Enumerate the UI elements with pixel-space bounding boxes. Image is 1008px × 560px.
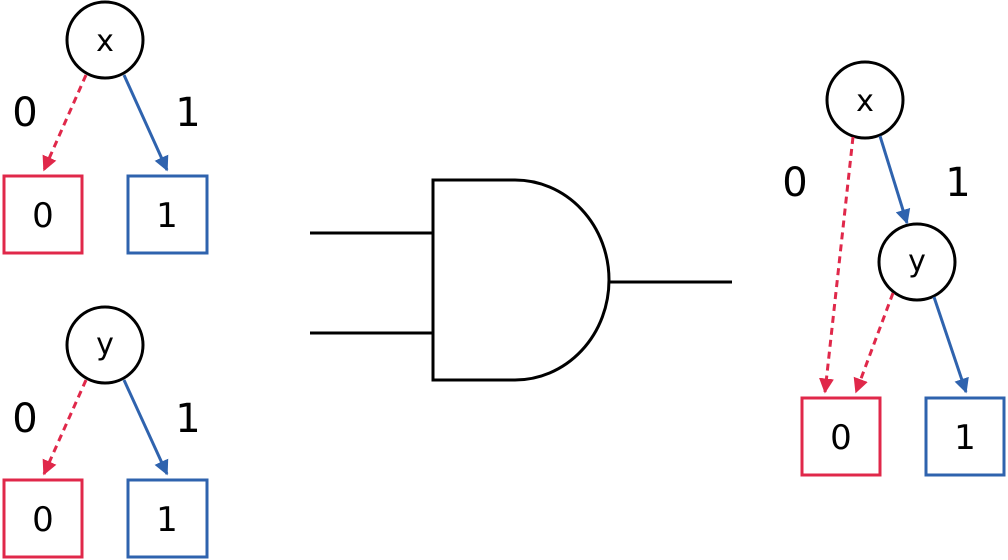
terminal-0	[2, 174, 84, 255]
edge-0-label: 0	[12, 90, 37, 136]
terminal-0-label: 0	[32, 500, 54, 540]
terminal-1-label: 1	[954, 418, 976, 458]
edge-1-solid	[122, 379, 169, 476]
edge-y-0-dashed	[853, 292, 895, 394]
edge-x-0-dashed	[819, 136, 855, 394]
var-node-x-label: x	[96, 24, 114, 59]
terminal-0-label: 0	[830, 418, 852, 458]
var-node-y	[877, 222, 957, 302]
terminal-1	[924, 396, 1006, 477]
edge-y-1-solid	[932, 296, 969, 394]
var-node-x-label: x	[856, 84, 874, 119]
edge-1-label: 1	[175, 396, 200, 442]
terminal-0-label: 0	[32, 196, 54, 236]
bdd-x: x 0 1 0 1	[2, 0, 209, 255]
bdd-result: x y 0 1 0 1	[782, 60, 1006, 477]
terminal-1	[126, 478, 209, 559]
var-node-x	[65, 0, 145, 80]
var-node-y	[65, 305, 145, 385]
edge-0-dashed	[42, 74, 88, 172]
var-node-x	[825, 60, 905, 140]
var-node-y-label: y	[96, 327, 114, 362]
and-gate-icon	[310, 178, 732, 382]
edge-1-label: 1	[945, 160, 970, 206]
terminal-0	[800, 396, 882, 477]
var-node-y-label: y	[908, 244, 926, 279]
terminal-0	[2, 478, 84, 559]
edge-x-1-solid	[878, 135, 911, 225]
edge-1-label: 1	[175, 90, 200, 136]
edge-0-dashed	[42, 379, 88, 476]
terminal-1-label: 1	[156, 196, 178, 236]
bdd-y: y 0 1 0 1	[2, 305, 209, 559]
terminal-1-label: 1	[156, 500, 178, 540]
and-gate-body	[431, 178, 611, 382]
edge-0-label: 0	[12, 396, 37, 442]
edge-1-solid	[122, 74, 169, 172]
terminal-1	[126, 174, 209, 255]
edge-0-label: 0	[782, 160, 807, 206]
